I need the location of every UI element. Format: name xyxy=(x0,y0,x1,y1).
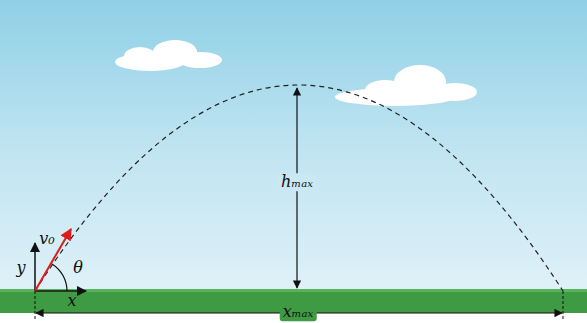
dimension-label: hₘₐₓ xyxy=(278,173,316,191)
ground-edge xyxy=(0,289,587,292)
dimension-label: xₘₐₓ xyxy=(280,303,317,321)
angle-arc xyxy=(52,264,67,291)
range-tick xyxy=(35,291,36,320)
velocity-label: v₀ xyxy=(39,230,54,248)
sky xyxy=(0,0,587,292)
y-axis xyxy=(34,243,36,291)
trajectory xyxy=(35,85,563,291)
axis-label: y xyxy=(16,259,25,277)
range-tick xyxy=(563,291,564,320)
clouds xyxy=(115,40,477,106)
velocity-vector xyxy=(35,229,71,291)
axis-label: x xyxy=(67,292,76,310)
angle-label: θ xyxy=(73,259,83,277)
x-axis xyxy=(35,290,86,292)
